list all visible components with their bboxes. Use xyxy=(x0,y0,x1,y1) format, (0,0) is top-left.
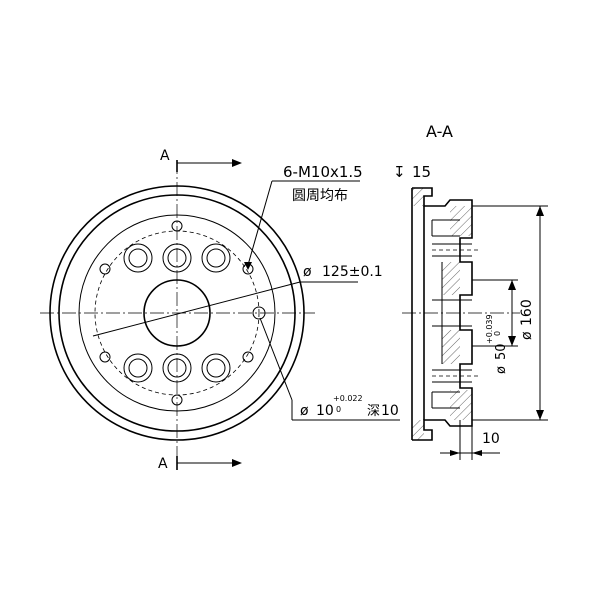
bore-value: 50 xyxy=(494,343,509,360)
pitch-symbol: ø xyxy=(303,264,312,280)
pin-hole-callout: ø 10 +0.022 0 深 10 xyxy=(259,317,400,421)
thickness-value: 10 xyxy=(482,431,500,447)
outer-dim-value: 160 xyxy=(519,299,535,326)
pitch-diameter-line xyxy=(92,281,301,337)
cut-mark-top-label: A xyxy=(160,148,170,164)
bore-symbol: ø xyxy=(494,366,509,374)
thread-callout: 6-M10x1.5 ↧ 15 圆周均布 xyxy=(244,163,431,270)
outer-dim-symbol: ø xyxy=(519,331,535,340)
thread-spec: 6-M10x1.5 xyxy=(283,163,363,181)
pin-value: 10 xyxy=(316,403,334,419)
pitch-value: 125±0.1 xyxy=(322,264,383,280)
rim-step-circle xyxy=(58,194,296,432)
dim-outer-diameter: ø 160 xyxy=(472,205,548,421)
section-view: A-A xyxy=(402,122,548,460)
section-cut-bottom: A xyxy=(158,456,242,472)
section-internal-lines xyxy=(431,219,480,409)
pin-hole xyxy=(252,306,266,320)
thread-hole xyxy=(242,351,254,363)
pitch-circle-callout: ø 125±0.1 xyxy=(303,264,383,280)
front-view: A A 6-M10x1.5 ↧ 15 圆周均布 ø 125±0.1 xyxy=(40,148,431,472)
outer-rim-circle xyxy=(49,185,305,441)
section-cut-top: A xyxy=(160,148,242,172)
pin-symbol: ø xyxy=(300,403,309,419)
section-label: A-A xyxy=(426,122,453,141)
bore-tol-lower: 0 xyxy=(493,331,502,336)
section-hatching xyxy=(412,188,472,440)
cut-mark-bottom-label: A xyxy=(158,456,168,472)
thread-hole xyxy=(171,220,183,232)
thread-depth: 15 xyxy=(412,163,431,181)
thread-hole xyxy=(99,351,111,363)
upper-counterbores xyxy=(123,243,231,273)
pin-tol-upper: +0.022 xyxy=(333,394,363,403)
dim-thickness: 10 xyxy=(440,420,500,460)
dim-bore-diameter: ø 50 +0.039 0 xyxy=(472,279,518,374)
pin-tol-lower: 0 xyxy=(336,405,341,414)
pin-depth: 10 xyxy=(381,403,399,419)
thread-hole xyxy=(99,263,111,275)
bore-tol-upper: +0.039 xyxy=(485,314,494,344)
section-outline-upper xyxy=(412,187,473,313)
thread-depth-symbol: ↧ xyxy=(393,163,406,181)
inner-face-circle xyxy=(78,214,276,412)
thread-hole xyxy=(171,394,183,406)
central-bore-circle xyxy=(143,279,211,347)
thread-note: 圆周均布 xyxy=(292,188,348,204)
pin-depth-word: 深 xyxy=(367,404,380,419)
lower-counterbores xyxy=(123,353,231,383)
